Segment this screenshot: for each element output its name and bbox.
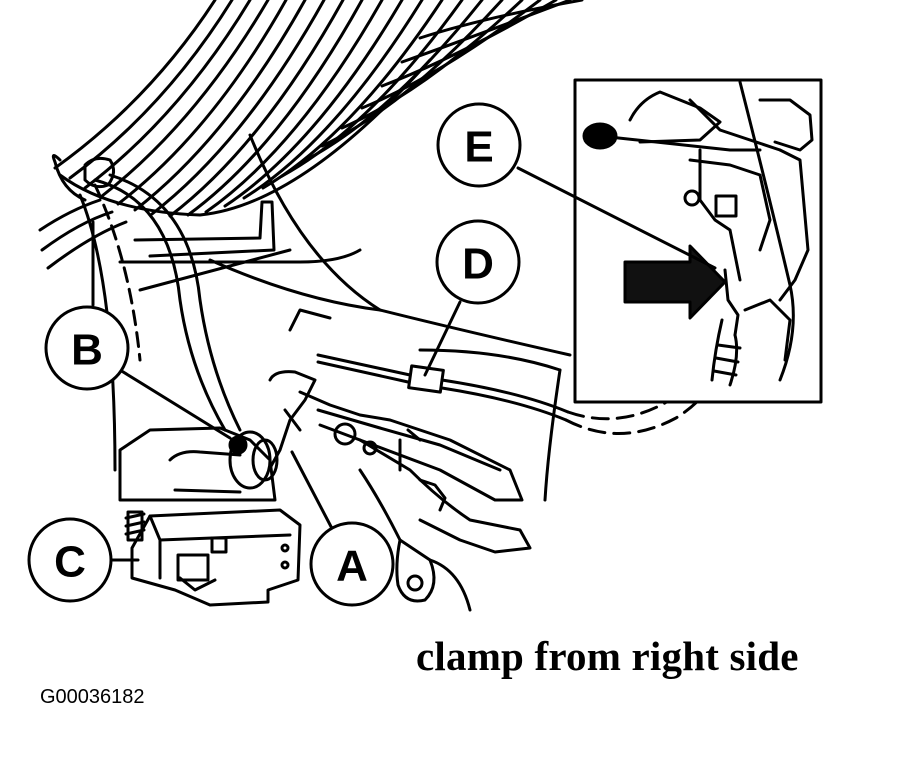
callout-label-e: E: [464, 123, 493, 172]
diagram-caption: clamp from right side: [416, 633, 799, 679]
callout-label-b: B: [71, 326, 103, 375]
callout-circle-b: [44, 305, 130, 391]
figure-id: G00036182: [40, 686, 145, 708]
carpet-edge: [58, 58, 432, 217]
hose-lines: [51, 154, 242, 472]
callout-circle-d: [435, 219, 521, 305]
control-module: [124, 508, 302, 607]
bracket-structure: [118, 133, 572, 502]
detail-inset-drawing: [582, 80, 814, 387]
callout-circle-c: [27, 517, 113, 603]
callout-circles: [27, 102, 522, 607]
pump-assembly: [118, 426, 279, 502]
callout-circle-e: [436, 102, 522, 188]
callout-label-a: A: [336, 542, 368, 591]
callout-circle-a: [309, 521, 395, 607]
leader-lines: [91, 166, 717, 562]
callout-label-c: C: [54, 538, 86, 587]
arrow-icon: [623, 244, 727, 320]
callout-label-d: D: [462, 240, 494, 289]
pedal-arm: [268, 370, 532, 612]
